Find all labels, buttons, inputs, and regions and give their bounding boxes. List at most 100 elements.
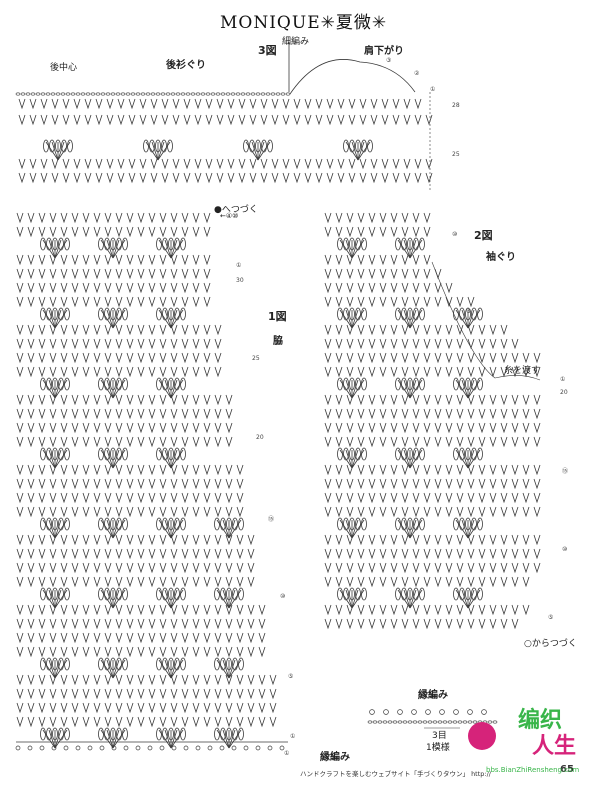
page-title: MONIQUE✳夏微✳ <box>220 13 388 33</box>
figure-2-label: 2図 <box>474 229 493 242</box>
back-center-label: 後中心 <box>50 63 78 73</box>
yarn-ball-icon <box>468 722 496 750</box>
shell-stitch <box>98 237 128 259</box>
stitch-row <box>16 702 277 714</box>
figure-1-label: 1図 <box>268 310 287 323</box>
edging-sample-title: 縁編み <box>418 690 448 701</box>
chain-row <box>15 92 291 96</box>
continue-to-label: ●へつづく <box>214 205 258 215</box>
shell-stitch <box>453 587 483 609</box>
shell-stitch <box>395 587 425 609</box>
stitch-row <box>16 562 255 574</box>
continue-from-label: ○からつづく <box>524 639 577 649</box>
stitch-row <box>324 548 541 560</box>
shell-stitch <box>156 517 186 539</box>
shell-stitch <box>453 447 483 469</box>
shell-stitch <box>156 657 186 679</box>
row-number: 28 <box>452 102 460 109</box>
stitch-row <box>324 254 431 266</box>
stitch-row <box>324 212 431 224</box>
stitch-row <box>16 212 211 224</box>
stitch-row <box>16 534 255 546</box>
figure-2-sub-label: 袖ぐり <box>486 252 516 263</box>
shell-stitch <box>40 447 70 469</box>
row-number: ⑩ <box>452 231 458 238</box>
shell-stitch <box>156 587 186 609</box>
stitch-row <box>16 464 244 476</box>
shell-stitch <box>337 517 367 539</box>
stitch-row <box>16 478 244 490</box>
shell-stitch <box>337 237 367 259</box>
shell-stitch <box>98 447 128 469</box>
shell-stitch <box>395 307 425 329</box>
row-number: ① <box>236 262 242 269</box>
stitch-row <box>16 632 266 644</box>
shell-stitch <box>214 587 244 609</box>
shell-stitch <box>98 587 128 609</box>
shell-stitch <box>143 139 173 161</box>
back-neckline-label: 後衫ぐり <box>166 60 206 71</box>
watermark-line1: 编织 <box>518 708 563 733</box>
stitch-row <box>16 716 277 728</box>
row-number: 25 <box>452 151 460 158</box>
row-number: ① <box>560 376 566 383</box>
shell-stitch <box>98 307 128 329</box>
stitch-row <box>16 674 277 686</box>
row-number: ⑤ <box>548 614 554 621</box>
row-number: ② <box>414 70 420 77</box>
figure-1-sub-label: 脇 <box>273 336 283 347</box>
shell-stitch <box>98 657 128 679</box>
stitch-row <box>16 296 211 308</box>
page-number: 65 <box>560 764 574 775</box>
stitch-row <box>16 408 233 420</box>
shell-stitch <box>40 657 70 679</box>
row-number: ⑩ <box>280 593 286 600</box>
stitch-row <box>324 618 519 630</box>
shoulder-drop-label: 肩下がり <box>364 46 404 57</box>
stitch-row <box>16 366 222 378</box>
armhole-curve <box>431 261 541 381</box>
stitch-row <box>16 604 266 616</box>
watermark-url: bbs.BianZhiRensheng.com <box>486 766 580 774</box>
stitch-row <box>16 688 277 700</box>
stitch-row <box>324 436 541 448</box>
stitch-row <box>324 268 442 280</box>
stitch-row <box>16 282 211 294</box>
shell-stitch <box>40 727 70 749</box>
chain-row <box>367 720 498 724</box>
shell-stitch <box>214 517 244 539</box>
shell-stitch <box>214 657 244 679</box>
stitch-row <box>324 478 541 490</box>
watermark-line2: 人生 <box>532 734 577 759</box>
shell-stitch <box>337 587 367 609</box>
shell-stitch <box>395 237 425 259</box>
stitch-row <box>324 408 541 420</box>
stitch-row <box>16 422 233 434</box>
bottom-edging-label: 縁編み <box>320 752 350 763</box>
stitch-row <box>18 172 433 184</box>
shell-stitch <box>243 139 273 161</box>
stitch-row <box>16 506 244 518</box>
row-number: 20 <box>560 389 568 396</box>
stitch-row <box>324 604 530 616</box>
stitch-row <box>16 576 255 588</box>
shell-stitch <box>40 587 70 609</box>
stitch-row <box>324 562 541 574</box>
row-number: ⑤ <box>466 308 472 315</box>
watermark-logo: 编织 人生 bbs.BianZhiRensheng.com <box>460 700 580 786</box>
shell-stitch <box>156 237 186 259</box>
bottom-edging-row <box>15 745 285 751</box>
stitch-row <box>16 338 222 350</box>
shell-stitch <box>43 139 73 161</box>
stitch-row <box>16 646 266 658</box>
shell-stitch <box>343 139 373 161</box>
edging-rows-label: 3目 <box>432 731 447 741</box>
shell-stitch <box>214 727 244 749</box>
stitch-row <box>324 282 453 294</box>
row-number: ③ <box>386 57 392 64</box>
shell-stitch <box>98 517 128 539</box>
stitch-row <box>324 394 541 406</box>
shell-stitch <box>337 447 367 469</box>
stitch-row <box>324 296 475 308</box>
